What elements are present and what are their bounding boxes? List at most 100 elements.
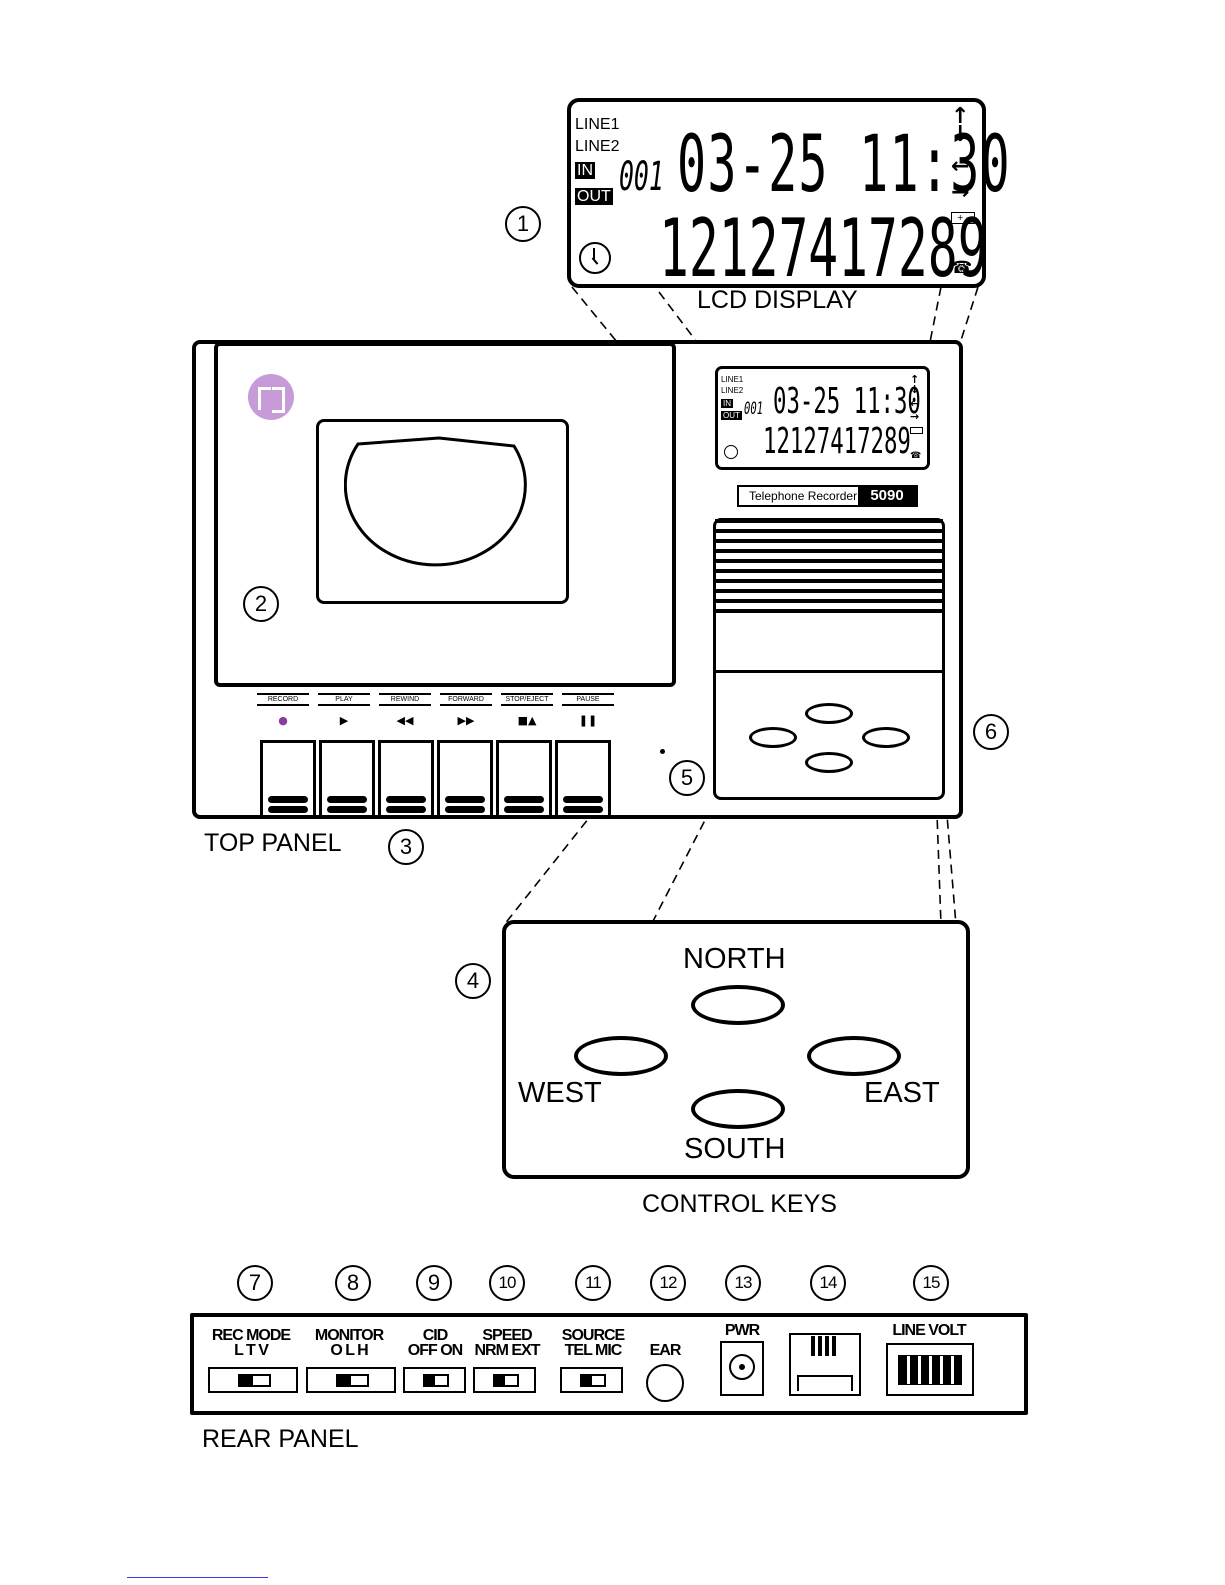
line-volt-dip-switch[interactable] [886, 1343, 974, 1396]
record-icon: ● [278, 714, 288, 727]
rewind-icon: ◀◀ [396, 714, 414, 727]
rear-panel-caption: REAR PANEL [202, 1425, 359, 1453]
pause-button[interactable] [555, 740, 611, 818]
model-badge: Telephone Recorder 5090 [737, 485, 918, 507]
housing-divider [716, 670, 942, 673]
lcd-line2-small: LINE2 [721, 386, 744, 395]
lcd-call-number-small: 001 [744, 399, 764, 419]
lcd-in-indicator: IN [575, 162, 595, 179]
forward-label: FORWARD [440, 693, 492, 706]
monitor-switch[interactable] [306, 1367, 396, 1393]
badge-text: Telephone Recorder [749, 489, 858, 503]
lcd-date-time: 03-25 11:30 [677, 120, 1011, 210]
telephone-icon: ☎ [910, 451, 922, 461]
south-label: SOUTH [684, 1133, 786, 1165]
callout-11: 11 [575, 1265, 611, 1301]
stop-eject-icon: ■▲ [517, 714, 537, 727]
lcd-date-time-small: 03-25 11:30 [773, 381, 921, 422]
callout-3: 3 [388, 829, 424, 865]
source-switch[interactable] [560, 1367, 623, 1393]
clock-icon [579, 242, 611, 274]
pwr-label: PWR [724, 1322, 760, 1339]
callout-13: 13 [725, 1265, 761, 1301]
pause-label: PAUSE [562, 693, 614, 706]
lcd-call-number: 001 [619, 154, 664, 200]
control-keys-caption: CONTROL KEYS [642, 1190, 837, 1218]
arrow-right-icon: → [910, 410, 920, 423]
east-label: EAST [864, 1077, 940, 1109]
callout-14: 14 [810, 1265, 846, 1301]
arrow-down-icon: ↓ [910, 383, 920, 396]
callout-9: 9 [416, 1265, 452, 1301]
rec-mode-switch[interactable] [208, 1367, 298, 1393]
arrow-right-icon: → [951, 180, 970, 205]
callout-8: 8 [335, 1265, 371, 1301]
lcd-line1: LINE1 [575, 116, 620, 133]
battery-icon: + - [951, 212, 975, 224]
line-volt-label: LINE VOLT [892, 1322, 966, 1339]
footer-rule [127, 1577, 268, 1578]
arrow-down-icon: ↓ [951, 122, 970, 147]
record-label: RECORD [257, 693, 309, 706]
telephone-icon: ☎ [951, 258, 973, 278]
lcd-out-indicator: OUT [575, 188, 613, 205]
forward-button[interactable] [437, 740, 493, 818]
play-button[interactable] [319, 740, 375, 818]
stop-eject-button[interactable] [496, 740, 552, 818]
lcd-in-small: IN [721, 399, 733, 408]
lcd-line2: LINE2 [575, 138, 620, 155]
callout-1: 1 [505, 206, 541, 242]
arrow-left-icon: ← [951, 154, 970, 179]
pause-icon: ❚❚ [578, 714, 598, 727]
lcd-phone-small: 12127417289 [763, 421, 911, 462]
lcd-out-small: OUT [721, 411, 742, 420]
lcd-phone-number: 12127417289 [659, 202, 988, 295]
east-key[interactable] [807, 1036, 901, 1076]
speaker-grille [715, 519, 943, 619]
stop-eject-label: STOP/EJECT [501, 693, 553, 706]
north-key[interactable] [691, 985, 785, 1025]
south-key[interactable] [691, 1089, 785, 1129]
speed-switch[interactable] [473, 1367, 536, 1393]
arrow-up-icon: ↑ [951, 104, 970, 129]
rear-panel [190, 1313, 1028, 1415]
east-key-small[interactable] [862, 727, 910, 748]
callout-6: 6 [973, 714, 1009, 750]
west-key[interactable] [574, 1036, 668, 1076]
tape-reel-window [344, 436, 527, 567]
north-label: NORTH [683, 943, 786, 975]
callout-12: 12 [650, 1265, 686, 1301]
callout-4: 4 [455, 963, 491, 999]
callout-7: 7 [237, 1265, 273, 1301]
clock-icon [724, 445, 738, 459]
power-jack[interactable] [720, 1341, 764, 1396]
phone-line-jack[interactable] [789, 1333, 861, 1396]
north-key-small[interactable] [805, 703, 853, 724]
rewind-label: REWIND [379, 693, 431, 706]
lcd-display: LINE1 LINE2 IN OUT 001 03-25 11:30 12127… [715, 366, 930, 470]
arrow-up-icon: ↑ [910, 373, 920, 386]
play-icon: ▶ [339, 714, 349, 727]
ear-label: EAR [649, 1342, 682, 1359]
record-button[interactable] [260, 740, 316, 818]
callout-10: 10 [489, 1265, 525, 1301]
forward-icon: ▶▶ [457, 714, 475, 727]
top-panel-caption: TOP PANEL [204, 829, 342, 857]
microphone-hole [660, 749, 665, 754]
lcd-display-enlarged: LINE1 LINE2 IN OUT 001 03-25 11:30 12127… [567, 98, 1010, 295]
callout-5: 5 [669, 760, 705, 796]
model-number: 5090 [858, 487, 916, 505]
ear-jack[interactable] [646, 1364, 684, 1402]
control-key-housing [713, 518, 945, 800]
leader-line [650, 794, 719, 926]
south-key-small[interactable] [805, 752, 853, 773]
cid-switch[interactable] [403, 1367, 466, 1393]
west-key-small[interactable] [749, 727, 797, 748]
lcd-display-caption: LCD DISPLAY [697, 286, 858, 314]
leader-line [503, 667, 709, 926]
rewind-button[interactable] [378, 740, 434, 818]
